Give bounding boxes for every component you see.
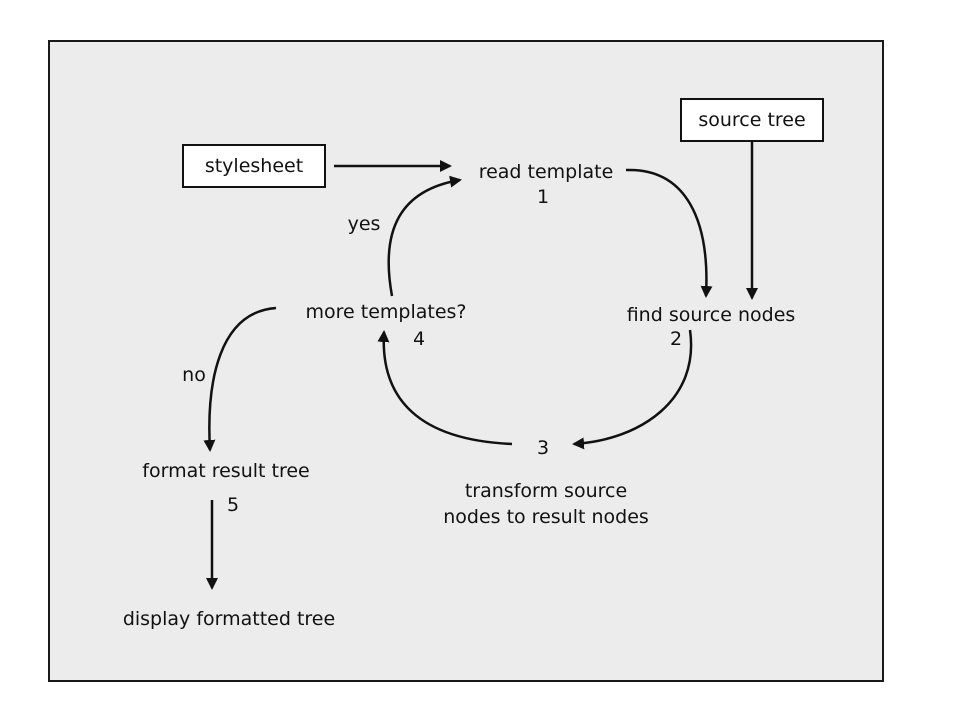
edge-find-source-nodes-to-transform: [572, 329, 693, 450]
edge-more-templates-to-read-template: [387, 175, 462, 297]
step-number-5: 5: [226, 494, 240, 516]
stylesheet-box: stylesheet: [182, 144, 326, 188]
edge-read-template-to-find-source-nodes: [625, 168, 713, 298]
edge-more-templates-to-format-result-tree: [203, 306, 277, 452]
stylesheet-label: stylesheet: [204, 155, 304, 177]
transform-label-line1: transform source: [464, 480, 628, 502]
more-templates-label: more templates?: [305, 301, 467, 323]
edge-transform-to-more-templates: [377, 330, 513, 446]
display-formatted-tree-label: display formatted tree: [122, 608, 336, 630]
source-tree-label: source tree: [698, 109, 806, 131]
read-template-label: read template: [478, 161, 614, 183]
step-number-2: 2: [669, 328, 683, 350]
step-number-3: 3: [536, 437, 550, 459]
transform-label-line2: nodes to result nodes: [443, 506, 649, 528]
source-tree-box: source tree: [680, 98, 824, 142]
step-number-1: 1: [536, 186, 550, 208]
format-result-tree-label: format result tree: [142, 460, 310, 482]
edge-label-yes: yes: [347, 213, 381, 235]
edge-label-no: no: [182, 364, 206, 386]
find-source-nodes-label: find source nodes: [626, 304, 796, 326]
step-number-4: 4: [412, 328, 426, 350]
